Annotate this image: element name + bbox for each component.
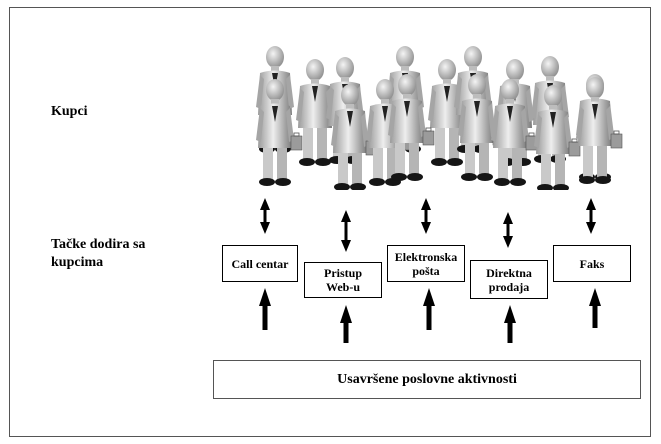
touchpoint-label: Faks bbox=[579, 256, 605, 271]
double-arrow-icon bbox=[421, 198, 431, 234]
touchpoint-label: Elektronska pošta bbox=[394, 249, 458, 278]
up-arrow-icon bbox=[423, 288, 435, 330]
touchpoint-web-access: Pristup Web-u bbox=[304, 262, 382, 298]
double-arrow-icon bbox=[586, 198, 596, 234]
double-arrow-icon bbox=[260, 198, 270, 234]
touchpoint-label: Direktna prodaja bbox=[486, 265, 532, 294]
business-activities-box: Usavršene poslovne aktivnosti bbox=[213, 360, 641, 399]
touchpoints-label: Tačke dodira sa kupcima bbox=[51, 237, 146, 270]
double-arrow-icon bbox=[341, 210, 351, 252]
up-arrow-icon bbox=[340, 305, 352, 343]
diagram-frame bbox=[9, 7, 651, 437]
touchpoint-call-center: Call centar bbox=[222, 245, 298, 282]
touchpoint-fax: Faks bbox=[553, 245, 631, 282]
up-arrow-icon bbox=[259, 288, 271, 330]
customers-label: Kupci bbox=[51, 104, 88, 119]
up-arrow-icon bbox=[504, 305, 516, 343]
touchpoint-label: Call centar bbox=[231, 256, 289, 271]
up-arrow-icon bbox=[589, 288, 601, 328]
double-arrow-icon bbox=[503, 212, 513, 248]
business-activities-label: Usavršene poslovne aktivnosti bbox=[337, 371, 517, 387]
touchpoint-direct-sales: Direktna prodaja bbox=[470, 260, 548, 299]
touchpoint-label: Pristup Web-u bbox=[323, 266, 362, 294]
touchpoint-email: Elektronska pošta bbox=[387, 245, 465, 282]
